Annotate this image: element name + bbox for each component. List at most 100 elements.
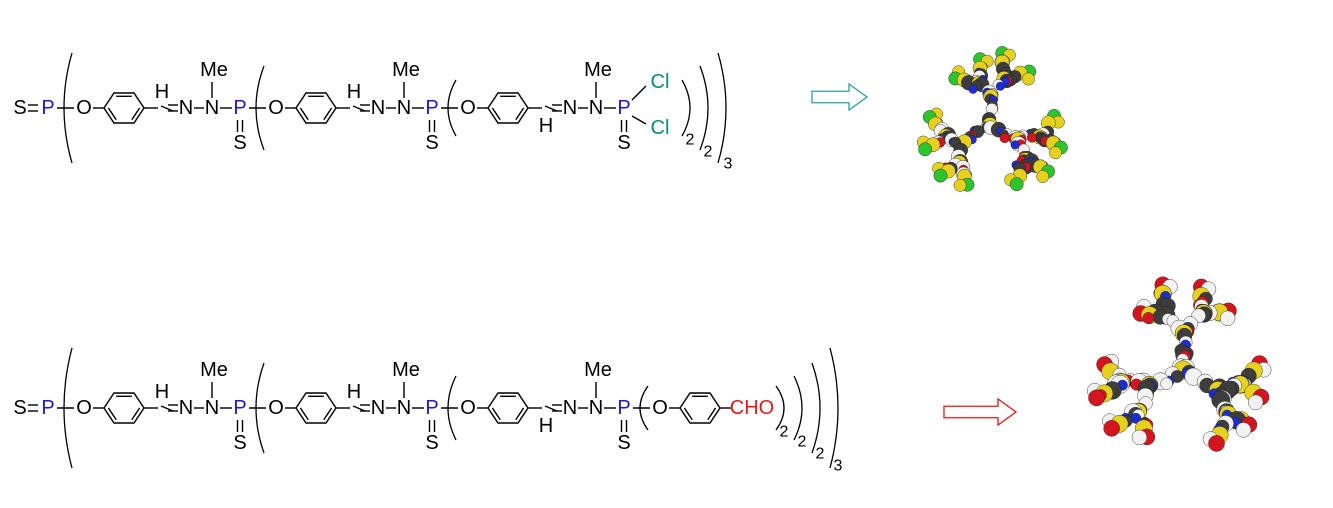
- methyl-group: Me: [584, 359, 612, 381]
- space-filling-models: [916, 46, 1272, 452]
- atom-sphere: [1022, 72, 1035, 86]
- benzene-ring: [487, 392, 529, 424]
- subscript-2: 2: [816, 446, 825, 463]
- phosphorus-atom: P: [617, 97, 630, 119]
- nitrogen-atom: N: [563, 397, 577, 419]
- atom-sphere: [953, 178, 967, 192]
- sulfur-atom: S: [233, 432, 246, 454]
- benzene-ring: [679, 392, 721, 424]
- nitrogen-atom: N: [589, 97, 603, 119]
- oxygen-atom: O: [460, 97, 476, 119]
- atom-sphere: [1142, 312, 1155, 325]
- phosphorus-atom: P: [425, 397, 438, 419]
- open-bracket-inner: [447, 79, 457, 137]
- subscript-2: 2: [686, 132, 695, 149]
- ring-outline: [487, 92, 529, 124]
- methyl-group: Me: [200, 359, 228, 381]
- subscript-3: 3: [834, 458, 843, 475]
- close-bracket-inner: [775, 385, 785, 431]
- phosphorus-atom: P: [233, 97, 246, 119]
- atom-sphere: [1235, 422, 1252, 438]
- ring-double-bond: [491, 107, 501, 121]
- nitrogen-atom: N: [179, 397, 193, 419]
- bond: [160, 405, 174, 412]
- ring-double-bond: [131, 407, 141, 421]
- oxygen-atom: O: [76, 397, 92, 419]
- atom-sphere: [1049, 146, 1062, 160]
- ring-double-bond: [131, 107, 141, 121]
- atom-sphere: [999, 133, 1010, 144]
- nitrogen-atom: N: [205, 97, 219, 119]
- atom-sphere: [933, 168, 948, 183]
- sulfur-atom: S: [425, 132, 438, 154]
- atom-sphere: [995, 81, 1005, 91]
- reaction-arrows: [811, 82, 1018, 427]
- model-top: [916, 46, 1068, 192]
- atom-sphere: [968, 84, 978, 94]
- subscript-2: 2: [780, 424, 789, 441]
- nitrogen-atom: N: [563, 97, 577, 119]
- atom-sphere: [1036, 170, 1050, 183]
- ring-double-bond: [107, 407, 117, 421]
- hydrogen-atom: H: [155, 81, 169, 103]
- hydrogen-atom: H: [539, 115, 553, 137]
- open-bracket-3: [447, 375, 457, 441]
- nitrogen-atom: N: [179, 97, 193, 119]
- close-bracket-inner: [681, 79, 691, 137]
- open-bracket-2: [255, 362, 265, 454]
- benzene-ring: [103, 392, 145, 424]
- oxygen-atom: O: [268, 397, 284, 419]
- core-phosphorus: P: [41, 97, 54, 119]
- methyl-group: Me: [392, 359, 420, 381]
- open-bracket-middle: [255, 65, 265, 151]
- atom-sphere: [1208, 435, 1225, 452]
- open-bracket-outer: [63, 52, 73, 164]
- bond: [631, 115, 647, 125]
- methyl-group: Me: [200, 59, 228, 81]
- atom-sphere: [1219, 310, 1236, 326]
- bond: [544, 405, 558, 412]
- atom-sphere: [1103, 420, 1120, 437]
- open-bracket-inner: [639, 385, 649, 431]
- close-bracket-2: [811, 362, 821, 454]
- reaction-arrow-top: [811, 82, 869, 112]
- subscript-3: 3: [724, 156, 733, 173]
- ring-outline: [103, 92, 145, 124]
- benzene-ring: [295, 92, 337, 124]
- phosphorus-atom: P: [425, 97, 438, 119]
- atom-sphere: [1088, 389, 1105, 407]
- ring-outline: [103, 392, 145, 424]
- sulfur-atom: S: [617, 132, 630, 154]
- open-bracket-outer: [63, 347, 73, 469]
- nitrogen-atom: N: [589, 397, 603, 419]
- sulfur-atom: S: [425, 432, 438, 454]
- ring-double-bond: [515, 407, 525, 421]
- close-bracket-3: [793, 375, 803, 441]
- hydrogen-atom: H: [347, 81, 361, 103]
- atom-sphere: [1160, 377, 1173, 390]
- oxygen-atom: O: [652, 397, 668, 419]
- hydrogen-atom: H: [539, 415, 553, 437]
- benzene-ring: [295, 392, 337, 424]
- bond: [352, 105, 366, 112]
- close-bracket-middle: [699, 65, 709, 151]
- subscript-2: 2: [704, 144, 713, 161]
- atom-sphere: [1026, 132, 1037, 143]
- atom-sphere: [1131, 429, 1148, 446]
- hydrogen-atom: H: [155, 381, 169, 403]
- ring-outline: [295, 392, 337, 424]
- sulfur-atom: S: [13, 97, 26, 119]
- ring-double-bond: [107, 107, 117, 121]
- bond: [631, 85, 647, 101]
- ring-outline: [679, 392, 721, 424]
- sulfur-atom: S: [13, 397, 26, 419]
- ring-double-bond: [299, 407, 309, 421]
- atom-sphere: [918, 142, 933, 157]
- methyl-group: Me: [584, 59, 612, 81]
